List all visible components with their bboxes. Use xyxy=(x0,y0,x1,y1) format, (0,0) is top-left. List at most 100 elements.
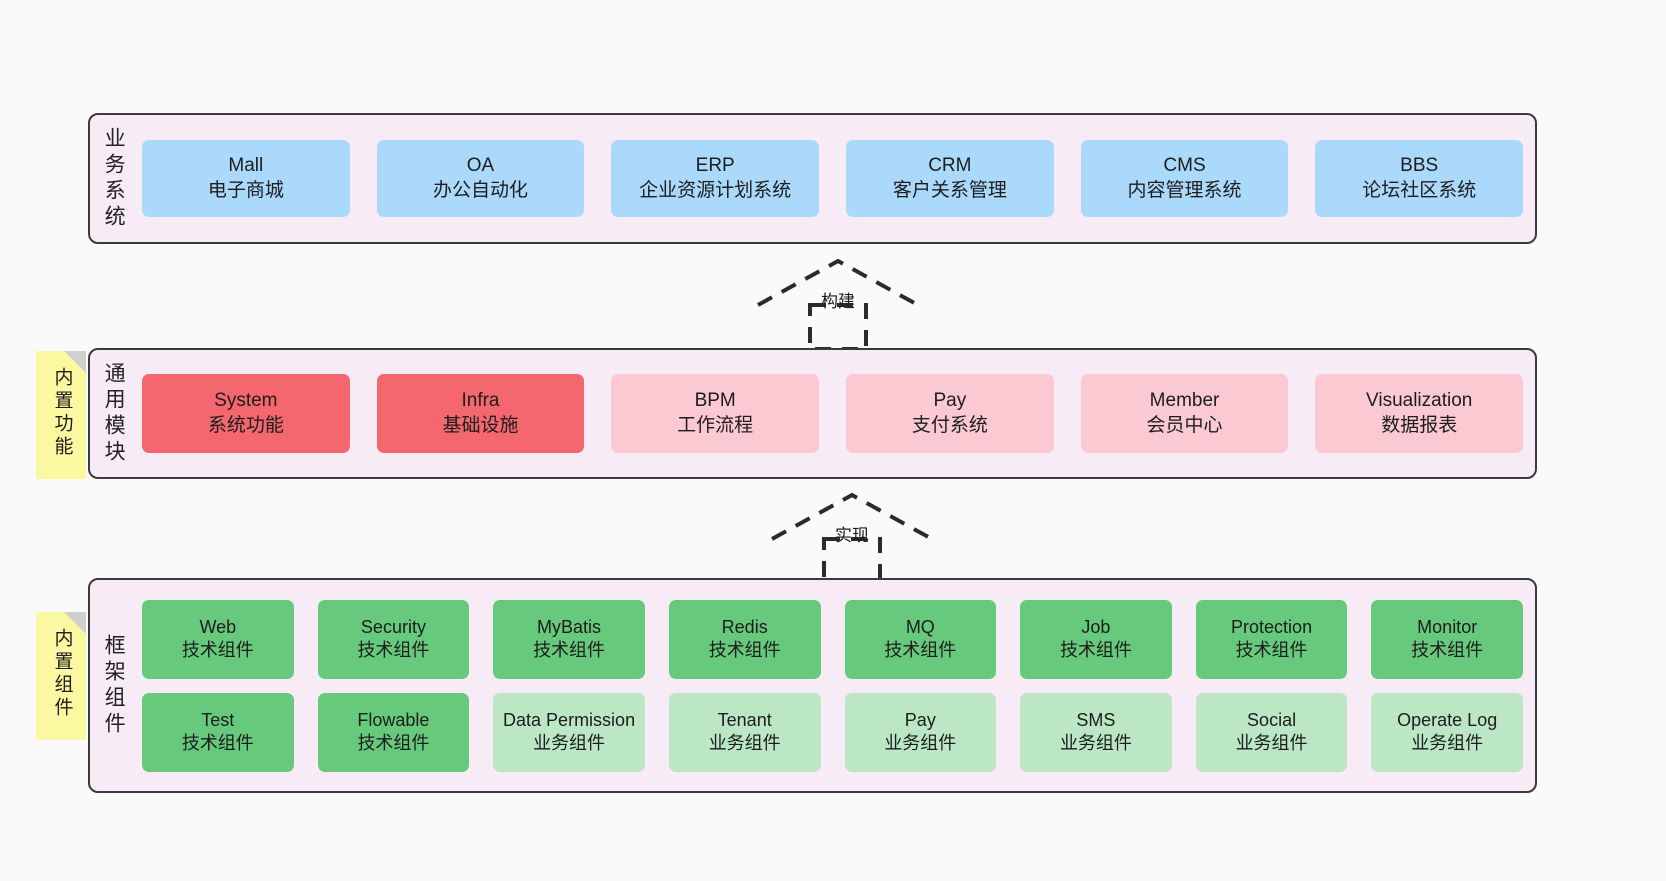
framework-item-mybatis-name: MyBatis xyxy=(537,616,602,637)
note-builtin-components-label: 内置组件 xyxy=(51,628,73,720)
framework-item-pay-name: Pay xyxy=(904,709,936,730)
framework-item-monitor-name: Monitor xyxy=(1417,616,1478,637)
module-item-system[interactable]: System 系统功能 xyxy=(142,374,350,453)
framework-item-security-desc: 技术组件 xyxy=(357,640,430,660)
framework-item-protection-desc: 技术组件 xyxy=(1235,640,1308,660)
module-item-system-desc: 系统功能 xyxy=(207,414,284,436)
framework-item-tenant[interactable]: Tenant 业务组件 xyxy=(668,692,821,772)
framework-components-row-2: Test 技术组件 Flowable 技术组件 Data Permission … xyxy=(142,692,1523,772)
business-item-crm[interactable]: CRM 客户关系管理 xyxy=(846,140,1054,217)
business-item-erp-name: ERP xyxy=(695,155,735,177)
framework-item-mq-desc: 技术组件 xyxy=(884,640,957,660)
framework-item-web-desc: 技术组件 xyxy=(181,640,254,660)
module-item-pay-desc: 支付系统 xyxy=(911,414,988,436)
implement-arrow-icon xyxy=(771,492,933,585)
business-item-mall-desc: 电子商城 xyxy=(207,179,284,201)
framework-item-sms-desc: 业务组件 xyxy=(1059,733,1132,753)
framework-item-pay[interactable]: Pay 业务组件 xyxy=(844,692,997,772)
business-item-cms-desc: 内容管理系统 xyxy=(1127,179,1242,201)
module-item-bpm-name: BPM xyxy=(694,390,736,412)
module-item-bpm-desc: 工作流程 xyxy=(677,414,754,436)
module-item-infra-name: Infra xyxy=(461,390,500,412)
framework-item-test-name: Test xyxy=(201,709,235,730)
framework-item-test[interactable]: Test 技术组件 xyxy=(142,692,294,772)
framework-item-operate-log-desc: 业务组件 xyxy=(1411,733,1484,753)
business-item-mall[interactable]: Mall 电子商城 xyxy=(142,140,350,217)
business-item-crm-name: CRM xyxy=(928,155,972,177)
framework-item-job-desc: 技术组件 xyxy=(1059,640,1132,660)
section-body-business: Mall 电子商城 OA 办公自动化 ERP 企业资源计划系统 CRM 客户关系… xyxy=(136,115,1535,242)
framework-item-security-name: Security xyxy=(360,616,426,637)
section-business-systems: 业务系统 Mall 电子商城 OA 办公自动化 ERP 企业资源计划系统 CRM… xyxy=(88,113,1537,244)
business-item-bbs-name: BBS xyxy=(1400,155,1439,177)
note-fold-corner-icon xyxy=(64,351,86,373)
framework-item-data-permission-name: Data Permission xyxy=(503,709,636,730)
framework-item-tenant-name: Tenant xyxy=(717,709,772,730)
framework-item-operate-log[interactable]: Operate Log 业务组件 xyxy=(1371,692,1523,772)
module-item-infra[interactable]: Infra 基础设施 xyxy=(376,374,585,453)
business-item-cms[interactable]: CMS 内容管理系统 xyxy=(1080,140,1289,217)
business-item-cms-name: CMS xyxy=(1163,155,1206,177)
section-title-modules: 通用模块 xyxy=(102,361,126,466)
framework-item-redis-name: Redis xyxy=(721,616,768,637)
section-framework-components: 框架组件 Web 技术组件 Security 技术组件 MyBatis 技术组件… xyxy=(88,578,1537,793)
framework-components-row-1: Web 技术组件 Security 技术组件 MyBatis 技术组件 Redi… xyxy=(142,599,1523,679)
framework-item-redis-desc: 技术组件 xyxy=(708,640,781,660)
framework-item-operate-log-name: Operate Log xyxy=(1397,709,1498,730)
business-item-mall-name: Mall xyxy=(228,155,264,177)
framework-item-monitor-desc: 技术组件 xyxy=(1411,640,1484,660)
framework-item-job[interactable]: Job 技术组件 xyxy=(1020,599,1172,679)
framework-item-protection[interactable]: Protection 技术组件 xyxy=(1195,599,1348,679)
business-item-bbs[interactable]: BBS 论坛社区系统 xyxy=(1315,140,1524,217)
module-item-pay-name: Pay xyxy=(933,390,967,412)
framework-item-web[interactable]: Web 技术组件 xyxy=(142,599,294,679)
business-item-erp[interactable]: ERP 企业资源计划系统 xyxy=(611,140,820,217)
framework-item-mybatis-desc: 技术组件 xyxy=(533,640,606,660)
business-item-crm-desc: 客户关系管理 xyxy=(892,179,1007,201)
framework-item-mq[interactable]: MQ 技术组件 xyxy=(844,599,997,679)
section-common-modules: 通用模块 System 系统功能 Infra 基础设施 BPM 工作流程 Pay… xyxy=(88,348,1537,479)
module-item-pay[interactable]: Pay 支付系统 xyxy=(846,374,1054,453)
module-item-member-desc: 会员中心 xyxy=(1146,414,1223,436)
module-item-member[interactable]: Member 会员中心 xyxy=(1080,374,1289,453)
section-body-framework: Web 技术组件 Security 技术组件 MyBatis 技术组件 Redi… xyxy=(136,580,1535,791)
section-body-modules: System 系统功能 Infra 基础设施 BPM 工作流程 Pay 支付系统… xyxy=(136,350,1535,477)
business-item-erp-desc: 企业资源计划系统 xyxy=(639,179,792,201)
framework-item-social[interactable]: Social 业务组件 xyxy=(1195,692,1348,772)
framework-item-job-name: Job xyxy=(1081,616,1111,637)
framework-item-social-desc: 业务组件 xyxy=(1235,733,1308,753)
section-title-framework: 框架组件 xyxy=(102,633,126,738)
framework-item-data-permission[interactable]: Data Permission 业务组件 xyxy=(493,692,645,772)
module-item-visualization[interactable]: Visualization 数据报表 xyxy=(1315,374,1524,453)
module-item-infra-desc: 基础设施 xyxy=(442,414,519,436)
module-item-bpm[interactable]: BPM 工作流程 xyxy=(611,374,820,453)
framework-item-monitor[interactable]: Monitor 技术组件 xyxy=(1371,599,1523,679)
note-builtin-components: 内置组件 xyxy=(36,612,86,740)
framework-item-web-name: Web xyxy=(199,616,237,637)
framework-item-test-desc: 技术组件 xyxy=(181,733,254,753)
note-builtin-functions-label: 内置功能 xyxy=(51,367,73,459)
framework-item-pay-desc: 业务组件 xyxy=(884,733,957,753)
section-title-business: 业务系统 xyxy=(102,126,126,231)
module-item-visualization-desc: 数据报表 xyxy=(1381,414,1458,436)
framework-item-social-name: Social xyxy=(1247,709,1297,730)
framework-item-mybatis[interactable]: MyBatis 技术组件 xyxy=(493,599,645,679)
module-item-visualization-name: Visualization xyxy=(1366,390,1473,412)
business-item-oa-name: OA xyxy=(466,155,495,177)
connector-implement: 实现 xyxy=(762,487,942,587)
build-arrow-icon xyxy=(757,258,919,351)
note-fold-corner-icon xyxy=(64,612,86,634)
connector-build: 构建 xyxy=(748,253,928,353)
framework-item-redis[interactable]: Redis 技术组件 xyxy=(668,599,821,679)
framework-item-flowable-desc: 技术组件 xyxy=(357,733,430,753)
framework-item-flowable[interactable]: Flowable 技术组件 xyxy=(317,692,470,772)
business-item-oa-desc: 办公自动化 xyxy=(433,179,529,201)
business-item-bbs-desc: 论坛社区系统 xyxy=(1362,179,1477,201)
framework-item-security[interactable]: Security 技术组件 xyxy=(317,599,470,679)
business-item-oa[interactable]: OA 办公自动化 xyxy=(376,140,585,217)
framework-item-protection-name: Protection xyxy=(1231,616,1313,637)
framework-item-sms[interactable]: SMS 业务组件 xyxy=(1020,692,1172,772)
framework-item-tenant-desc: 业务组件 xyxy=(708,733,781,753)
framework-item-flowable-name: Flowable xyxy=(357,709,430,730)
